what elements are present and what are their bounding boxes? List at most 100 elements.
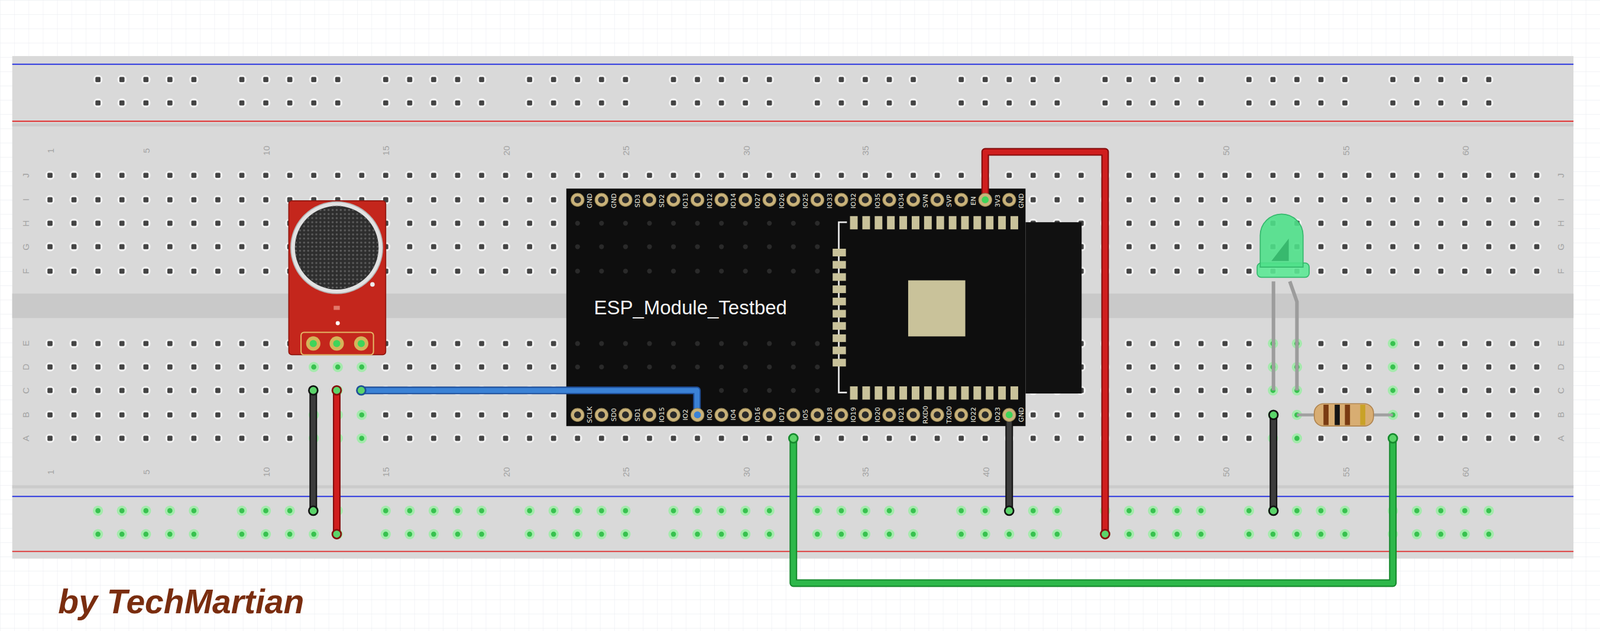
breadboard-hole xyxy=(167,269,173,275)
hole-halo xyxy=(596,529,607,540)
hole-halo xyxy=(836,170,847,181)
hole-halo xyxy=(164,98,175,108)
pin-label: SD2 xyxy=(658,194,665,208)
breadboard-hole xyxy=(694,508,701,514)
pin-label: IO22 xyxy=(969,407,977,423)
breadboard-hole xyxy=(1366,221,1372,227)
module-hole xyxy=(575,244,581,249)
hole-halo xyxy=(1508,433,1518,444)
chip-pad xyxy=(985,216,994,230)
chip-pad xyxy=(832,298,846,306)
hole-halo xyxy=(1484,339,1494,349)
breadboard-hole xyxy=(287,436,293,442)
breadboard-hole xyxy=(1270,76,1276,83)
breadboard-hole xyxy=(1174,172,1180,178)
hole-halo xyxy=(525,242,535,252)
breadboard-hole xyxy=(1246,244,1252,250)
breadboard-hole xyxy=(1006,532,1012,538)
module-pin xyxy=(571,193,585,207)
breadboard-hole xyxy=(1534,388,1540,394)
breadboard-hole xyxy=(671,508,677,514)
chip-pad xyxy=(1010,386,1019,400)
hole-halo xyxy=(932,433,942,444)
breadboard-hole xyxy=(455,436,461,442)
breadboard-hole xyxy=(1390,197,1396,203)
breadboard-hole xyxy=(958,436,964,442)
hole-halo xyxy=(1436,242,1446,252)
breadboard-hole xyxy=(1342,508,1348,514)
pin-label: IO21 xyxy=(898,407,905,423)
breadboard-hole xyxy=(526,244,533,250)
hole-halo xyxy=(164,266,175,277)
module-pin xyxy=(642,408,656,422)
breadboard-hole xyxy=(119,244,125,250)
breadboard-hole xyxy=(910,532,916,538)
breadboard-hole xyxy=(431,508,437,514)
hole-halo xyxy=(1387,385,1398,396)
hole-halo xyxy=(1340,218,1350,229)
breadboard-hole xyxy=(1222,269,1228,275)
hole-halo xyxy=(1459,433,1470,444)
column-number: 55 xyxy=(1341,467,1351,478)
hole-halo xyxy=(1316,195,1326,205)
hole-halo xyxy=(117,242,127,252)
hole-halo xyxy=(284,98,295,108)
hole-halo xyxy=(1244,410,1254,420)
breadboard-hole xyxy=(1414,76,1420,83)
pin-label: IO23 xyxy=(993,407,1001,423)
breadboard-hole xyxy=(790,172,796,178)
hole-halo xyxy=(1076,195,1087,205)
esp-module: ESP_Module_Testbed xyxy=(566,188,1026,427)
breadboard-hole xyxy=(1054,412,1061,419)
breadboard-hole xyxy=(455,76,461,83)
breadboard-hole xyxy=(886,100,893,106)
breadboard-hole xyxy=(503,269,509,275)
hole-halo xyxy=(332,385,343,396)
breadboard-hole xyxy=(742,436,748,442)
breadboard-hole xyxy=(1437,172,1444,178)
breadboard-hole xyxy=(431,364,437,371)
resistor-band xyxy=(1345,405,1351,426)
breadboard-hole xyxy=(1462,436,1468,442)
breadboard-hole xyxy=(934,436,941,442)
breadboard-hole xyxy=(1246,172,1252,178)
breadboard-hole xyxy=(526,197,533,203)
column-number: 30 xyxy=(741,467,751,478)
breadboard-hole xyxy=(551,269,557,275)
wire-end xyxy=(1100,530,1110,540)
hole-halo xyxy=(477,266,487,277)
breadboard-hole xyxy=(623,436,629,442)
hole-halo xyxy=(117,529,128,540)
hole-halo xyxy=(1484,195,1494,205)
breadboard-hole xyxy=(1126,197,1132,203)
breadboard-hole xyxy=(1126,221,1132,227)
breadboard-hole xyxy=(766,436,773,442)
hole-halo xyxy=(836,506,847,517)
breadboard-hole xyxy=(239,76,245,83)
hole-halo xyxy=(428,506,439,517)
hole-halo xyxy=(1340,266,1350,277)
hole-halo xyxy=(692,506,703,517)
breadboard-hole xyxy=(1222,172,1228,178)
breadboard-hole xyxy=(263,436,269,442)
breadboard-hole xyxy=(526,436,533,442)
breadboard-hole xyxy=(1126,436,1132,442)
module-hole xyxy=(743,341,748,346)
breadboard-hole xyxy=(1126,508,1132,514)
hole-halo xyxy=(500,170,511,181)
breadboard-hole xyxy=(1486,508,1492,514)
hole-halo xyxy=(525,362,535,372)
hole-halo xyxy=(1340,242,1350,252)
hole-halo xyxy=(1484,433,1494,444)
breadboard-hole xyxy=(239,508,245,514)
chip-pad xyxy=(998,216,1006,230)
breadboard-hole xyxy=(839,508,845,514)
breadboard-hole xyxy=(431,341,437,347)
hole-halo xyxy=(1076,410,1087,420)
breadboard-hole xyxy=(95,412,101,419)
hole-halo xyxy=(620,506,631,517)
module-hole xyxy=(598,244,604,249)
hole-halo xyxy=(405,75,415,85)
breadboard-hole xyxy=(1342,76,1348,83)
